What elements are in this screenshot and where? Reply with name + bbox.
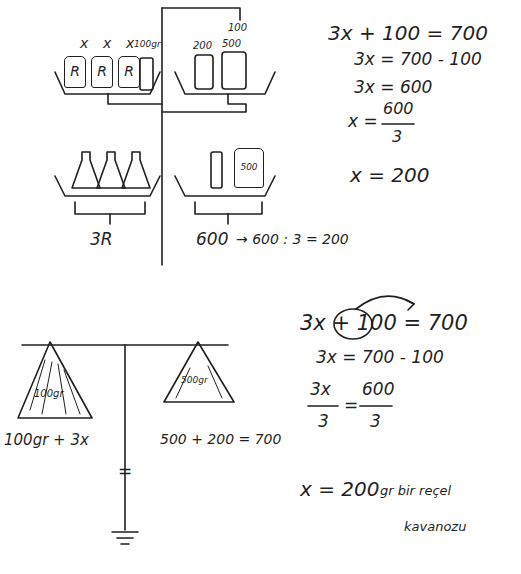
handwritten-note: 200 (193, 40, 212, 51)
handwritten-note: x = 200 (300, 478, 379, 500)
handwritten-note: x = (348, 112, 378, 131)
handwritten-note: 500 + 200 = 700 (160, 432, 281, 447)
handwritten-note: = (118, 462, 132, 481)
handwritten-note: 100gr (34, 388, 64, 399)
jar-box: R (118, 56, 140, 88)
handwritten-note: x (103, 36, 111, 51)
jar-box: R (91, 56, 113, 88)
handwritten-note: x (126, 36, 134, 51)
handwritten-note: 3 (392, 128, 402, 146)
handwritten-note: 100gr + 3x (4, 432, 89, 449)
jar-box: 500 (234, 148, 264, 188)
handwritten-note: 600 (362, 380, 394, 399)
handwritten-note: 3x = 700 - 100 (354, 50, 482, 69)
handwritten-note: 3 (318, 412, 329, 431)
handwritten-note: kavanozu (404, 520, 466, 534)
handwritten-note: 3x = 600 (354, 78, 432, 97)
handwritten-note: x (80, 36, 88, 51)
handwritten-note: 3R (90, 230, 113, 249)
handwritten-note: = (344, 396, 358, 415)
handwritten-note: 3x = 700 - 100 (316, 348, 444, 367)
handwritten-note: 500gr (181, 376, 208, 386)
jar-label: 500 (240, 163, 257, 173)
jar-label: R (124, 64, 134, 79)
handwritten-note: 600 (383, 100, 414, 118)
handwritten-note: 3 (370, 412, 381, 431)
handwritten-note: gr bir reçel (380, 484, 451, 498)
handwritten-note: 500 (222, 38, 241, 49)
handwritten-note: 100 (228, 22, 247, 33)
handwritten-note: 3x + 100 = 700 (300, 312, 468, 335)
handwritten-note: 3x (310, 380, 331, 399)
jar-box: R (64, 56, 86, 88)
jar-label: R (70, 64, 80, 79)
jar-label: R (97, 64, 107, 79)
handwritten-note: x = 200 (350, 164, 429, 186)
handwritten-note: 600 (196, 230, 228, 249)
handwritten-note: → 600 : 3 = 200 (236, 232, 349, 247)
handwritten-note: 100gr (134, 40, 161, 50)
handwritten-note: 3x + 100 = 700 (328, 22, 488, 44)
